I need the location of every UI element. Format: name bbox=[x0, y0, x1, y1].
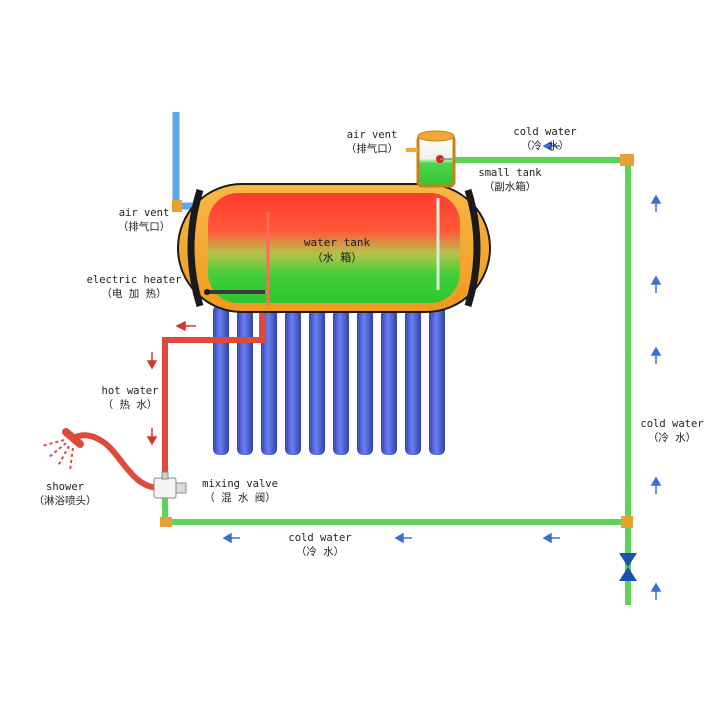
label-shower: shower （淋浴喷头） bbox=[22, 480, 108, 508]
air-vent-top-en: air vent bbox=[346, 129, 398, 141]
label-small-tank: small tank （副水箱） bbox=[470, 166, 550, 194]
shower-hose bbox=[71, 432, 163, 491]
vacuum-tube bbox=[333, 305, 349, 455]
air-vent-left-en: air vent bbox=[118, 207, 170, 219]
vacuum-tubes bbox=[213, 305, 445, 455]
vacuum-tube bbox=[381, 305, 397, 455]
label-cold-water-bottom: cold water （冷 水） bbox=[278, 531, 362, 559]
hot-water-en: hot water bbox=[101, 385, 159, 397]
cold-water-bottom-en: cold water bbox=[288, 532, 352, 544]
cold-water-top-en: cold water bbox=[513, 126, 577, 138]
arrow-up-icon bbox=[650, 194, 662, 212]
vacuum-tube bbox=[213, 305, 229, 455]
arrow-left-icon bbox=[222, 532, 240, 544]
check-valve-icon bbox=[619, 553, 637, 581]
arrow-up-icon bbox=[650, 275, 662, 293]
cold-water-top-zh: （冷 水） bbox=[520, 140, 570, 152]
arrow-left-icon bbox=[394, 532, 412, 544]
hot-water-zh: （ 热 水） bbox=[102, 399, 158, 411]
cold-pipe-main bbox=[455, 157, 631, 605]
mixing-valve-en: mixing valve bbox=[202, 478, 278, 490]
arrow-left-icon bbox=[175, 320, 196, 332]
small-tank bbox=[416, 130, 456, 188]
water-tank-zh: （水 箱） bbox=[311, 251, 363, 264]
vacuum-tube bbox=[285, 305, 301, 455]
vacuum-tube bbox=[357, 305, 373, 455]
label-water-tank: water tank （水 箱） bbox=[282, 235, 392, 265]
pipe-joint bbox=[172, 200, 182, 212]
electric-heater-rod bbox=[204, 289, 265, 295]
electric-heater-zh: （电 加 热） bbox=[101, 288, 167, 300]
electric-heater-en: electric heater bbox=[86, 274, 182, 286]
small-tank-en: small tank bbox=[478, 167, 542, 179]
label-air-vent-top: air vent （排气口） bbox=[336, 128, 408, 156]
cold-flow-arrows bbox=[222, 140, 662, 600]
shower-en: shower bbox=[46, 481, 84, 493]
mixing-valve-icon bbox=[153, 471, 187, 499]
arrow-up-icon bbox=[650, 582, 662, 600]
cold-water-right-zh: （冷 水） bbox=[647, 432, 697, 444]
air-vent-top-zh: （排气口） bbox=[345, 143, 399, 155]
water-tank bbox=[177, 183, 491, 313]
vacuum-tube bbox=[429, 305, 445, 455]
arrow-down-icon bbox=[146, 352, 158, 370]
shower-zh: （淋浴喷头） bbox=[33, 495, 97, 507]
pipe-joint bbox=[620, 154, 634, 166]
cold-water-right-en: cold water bbox=[640, 418, 704, 430]
vacuum-tube bbox=[309, 305, 325, 455]
air-vent-left-zh: （排气口） bbox=[117, 221, 171, 233]
mixing-valve-zh: （ 混 水 阀） bbox=[204, 492, 276, 504]
arrow-left-icon bbox=[542, 532, 560, 544]
vacuum-tube bbox=[405, 305, 421, 455]
arrow-up-icon bbox=[650, 476, 662, 494]
hot-flow-arrows bbox=[146, 320, 196, 446]
hot-water-pipe bbox=[162, 305, 265, 482]
arrow-up-icon bbox=[650, 346, 662, 364]
cold-water-bottom-zh: （冷 水） bbox=[295, 546, 345, 558]
small-tank-zh: （副水箱） bbox=[483, 181, 537, 193]
label-electric-heater: electric heater （电 加 热） bbox=[78, 273, 190, 301]
air-vent-pipe-left bbox=[172, 112, 196, 210]
label-cold-water-right: cold water （冷 水） bbox=[632, 417, 712, 445]
vacuum-tube bbox=[237, 305, 253, 455]
label-air-vent-left: air vent （排气口） bbox=[108, 206, 180, 234]
label-mixing-valve: mixing valve （ 混 水 阀） bbox=[190, 477, 290, 505]
pipe-joint bbox=[160, 517, 172, 527]
arrow-down-icon bbox=[146, 428, 158, 446]
water-tank-en: water tank bbox=[303, 236, 371, 249]
label-cold-water-top: cold water （冷 水） bbox=[503, 125, 587, 153]
arrow-left-icon bbox=[542, 140, 560, 152]
pipe-joint bbox=[621, 516, 633, 528]
label-hot-water: hot water （ 热 水） bbox=[92, 384, 168, 412]
shower-head-icon bbox=[41, 428, 84, 471]
